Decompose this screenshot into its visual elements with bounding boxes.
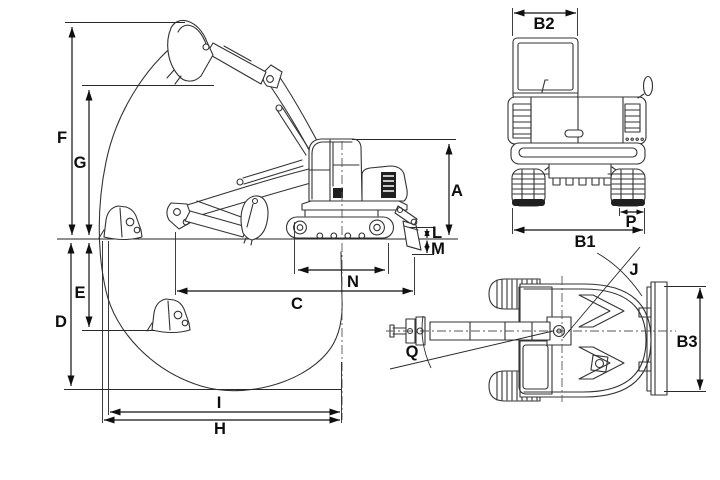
vent-right-hatch <box>624 109 641 129</box>
dim-label-b1: B1 <box>574 233 595 251</box>
skirt-inner <box>518 147 638 158</box>
dim-label-i: I <box>217 394 222 412</box>
side-view-drawing <box>57 19 458 420</box>
track-rear-left-shoe <box>512 199 545 206</box>
swing-radius-arc <box>596 252 643 297</box>
cab-side <box>308 138 363 202</box>
track-frame <box>304 209 379 217</box>
left-rear-panel <box>518 340 553 395</box>
bucket-carry <box>240 195 269 241</box>
swing-radius-line <box>562 246 641 339</box>
track-rear-right-treads <box>611 169 645 206</box>
rear-view-drawing <box>507 37 654 207</box>
blade-arm-top-2 <box>638 361 652 372</box>
dim-label-l: L <box>432 224 442 242</box>
dim-label-c: C <box>291 295 303 313</box>
bucket-glyph-max-depth <box>146 298 191 334</box>
vent-left <box>512 103 532 139</box>
dim-label-d: D <box>55 313 67 331</box>
bucket-glyph-max-reach <box>98 205 143 241</box>
track-rollers <box>316 232 366 240</box>
track-side <box>286 216 394 239</box>
idler-hub <box>296 224 304 231</box>
blade-top <box>650 281 668 396</box>
offset-angle-arc <box>421 315 432 369</box>
mirror <box>642 75 654 97</box>
hood-handle <box>564 129 584 138</box>
chevron-vent-upper <box>578 294 625 328</box>
blade-arm-pin <box>396 206 404 214</box>
swing-pedestal <box>548 163 612 179</box>
blade-top-inner <box>646 281 656 396</box>
track-rear-left-treads <box>512 169 545 206</box>
side-view-dimensions <box>64 22 456 424</box>
blade-plate <box>402 220 422 251</box>
boom-cylinder-lowered <box>242 159 304 185</box>
pedestal-teeth <box>552 177 612 186</box>
bucket-carry-pin <box>251 197 259 205</box>
cab-vent <box>333 188 343 198</box>
elbow-pin <box>173 208 181 216</box>
offset-angle-line <box>389 330 554 370</box>
dim-label-q: Q <box>406 343 419 361</box>
dim-label-a: A <box>451 182 463 200</box>
track-rear-right-shoe <box>611 199 645 206</box>
blade-pivot <box>410 218 418 226</box>
deck <box>301 200 408 211</box>
bucket-carry-teeth <box>243 203 254 246</box>
upper-structure-inner <box>523 288 647 393</box>
dim-label-b2: B2 <box>533 15 554 33</box>
bucket-raised-detail <box>166 24 207 85</box>
counterweight-skirt <box>510 142 646 165</box>
dim-label-p: P <box>625 213 636 231</box>
sprocket-hub <box>373 223 381 232</box>
cab-rear-window <box>517 42 574 91</box>
dim-label-e: E <box>74 284 85 302</box>
service-hatch <box>590 354 609 373</box>
arm-cylinder-raised <box>223 45 252 62</box>
elbow-pin-raised <box>266 75 274 83</box>
axle-arms <box>544 166 617 175</box>
wiper <box>541 79 549 93</box>
dim-label-j: J <box>629 261 638 279</box>
arm-folded <box>184 210 248 238</box>
boom-cylinder-pin <box>275 104 283 112</box>
arm-raised <box>206 42 267 85</box>
rear-view-dimensions <box>512 8 645 234</box>
cab-windows <box>308 139 360 202</box>
bucket-raised-pin <box>202 43 210 51</box>
mirror-stalk <box>637 93 645 99</box>
arm-cylinder-folded <box>196 200 245 219</box>
idler <box>293 220 307 235</box>
dim-label-h: H <box>214 420 226 438</box>
dim-label-b3: B3 <box>676 333 697 351</box>
vent-left-hatch <box>512 109 532 135</box>
top-view-drawing <box>386 276 676 402</box>
top-view-dimensions <box>389 246 706 392</box>
dim-label-f: F <box>57 129 67 147</box>
dim-label-m: M <box>431 240 445 258</box>
blade-edge-lines <box>403 225 422 251</box>
bucket-raised <box>167 19 214 82</box>
hood-louvre-slits <box>383 175 394 192</box>
sprocket <box>369 219 385 236</box>
blade-arm-top-1 <box>638 307 652 318</box>
dimension-labels: F G D E A L M N C I H B2 B1 P B3 J Q <box>55 15 698 438</box>
dim-label-g: G <box>74 154 87 172</box>
cylinder-pin <box>236 178 244 186</box>
vent-right <box>624 103 641 133</box>
boom-cylinder-raised <box>276 106 312 156</box>
working-range-envelope <box>98 37 343 392</box>
bucket-pin-shaft <box>392 327 407 335</box>
hood-bolts <box>625 137 644 141</box>
dim-label-n: N <box>347 273 359 291</box>
left-rear-panel-inner <box>522 344 549 390</box>
service-hatch-cap <box>594 358 605 369</box>
chevron-vent-lower <box>578 346 625 380</box>
